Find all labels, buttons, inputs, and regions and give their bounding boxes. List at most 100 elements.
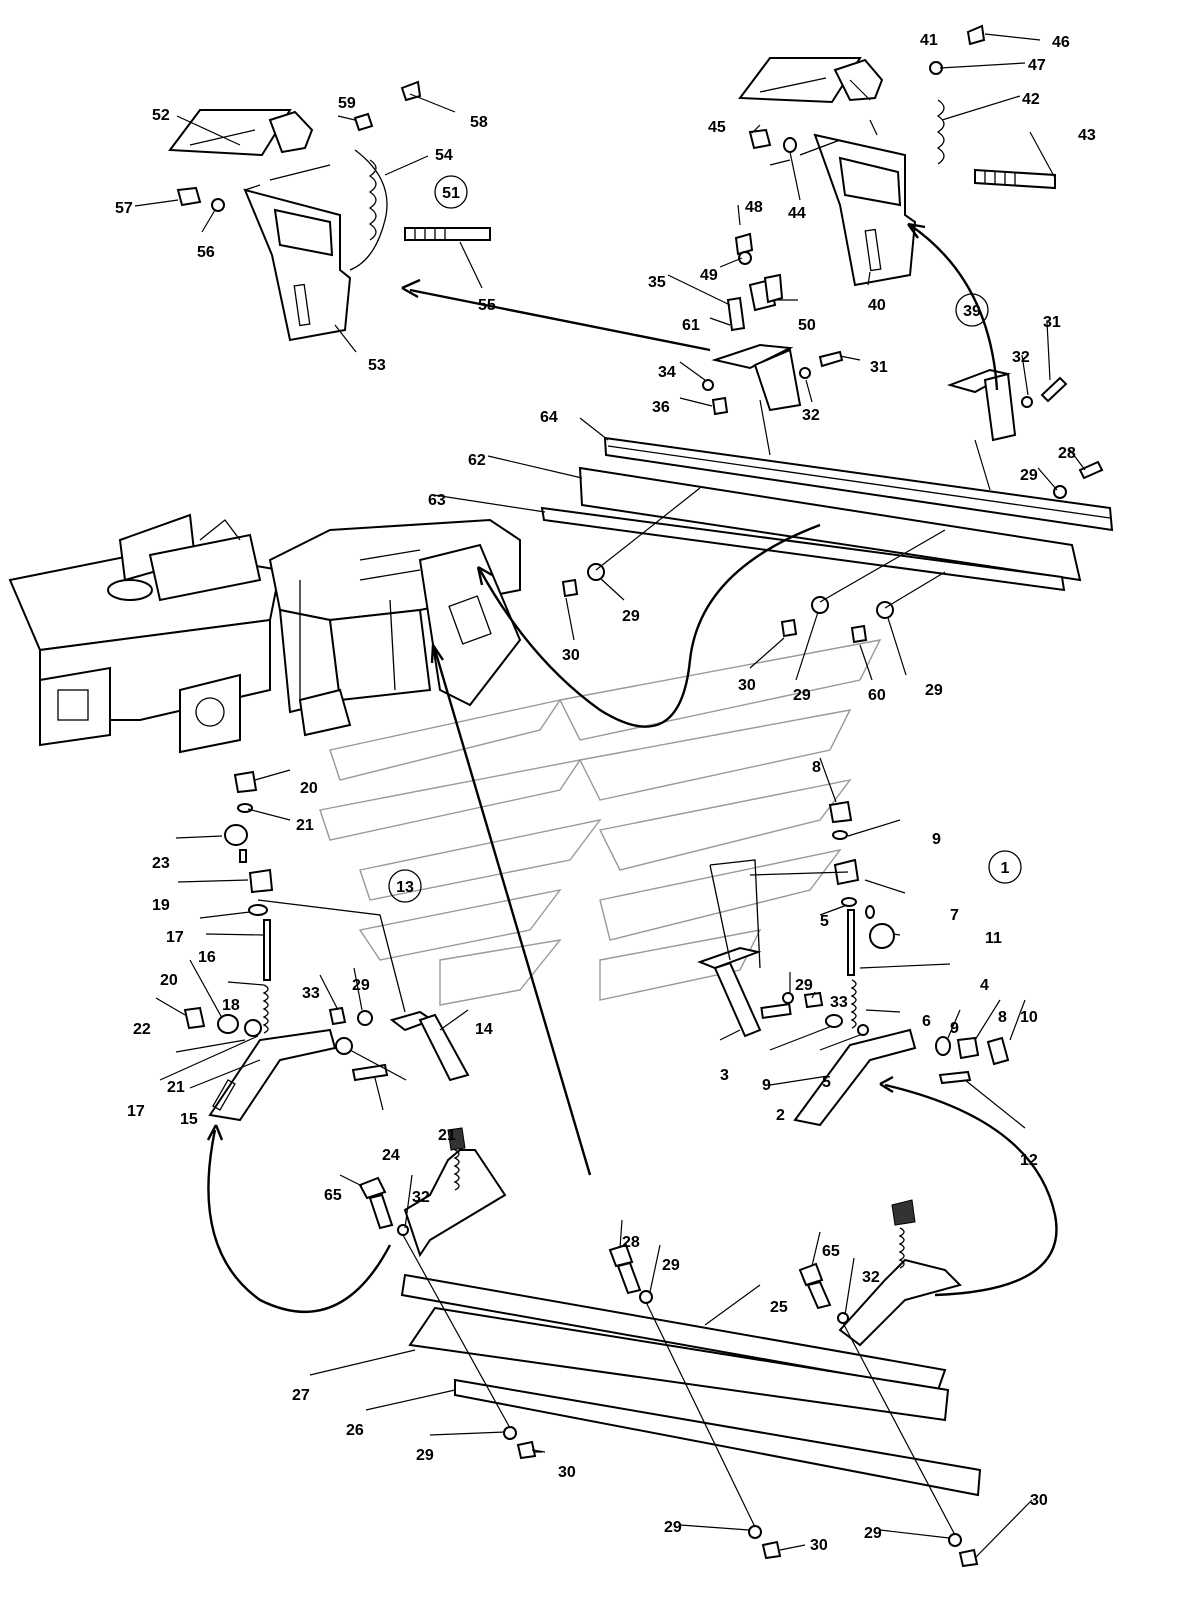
callout-label: 10 xyxy=(1020,1009,1038,1026)
callout-label: 45 xyxy=(708,119,726,136)
callout-label: 20 xyxy=(300,780,318,797)
callout-label: 9 xyxy=(762,1077,771,1094)
assembly-circle-1 xyxy=(988,850,1022,884)
callout-label: 49 xyxy=(700,267,718,284)
callout-label: 44 xyxy=(788,205,806,222)
callout-label: 17 xyxy=(127,1103,145,1120)
callout-label: 58 xyxy=(470,114,488,131)
callout-label: 9 xyxy=(932,831,941,848)
callout-label: 31 xyxy=(1043,314,1061,331)
callout-label: 43 xyxy=(1078,127,1096,144)
callout-label: 29 xyxy=(416,1447,434,1464)
callout-label: 2 xyxy=(776,1107,785,1124)
callout-label: 31 xyxy=(870,359,888,376)
callout-label: 14 xyxy=(475,1021,493,1038)
callout-label: 32 xyxy=(802,407,820,424)
callout-label: 30 xyxy=(1030,1492,1048,1509)
assembly-13 xyxy=(183,770,470,1122)
callout-label: 36 xyxy=(652,399,670,416)
callout-label: 29 xyxy=(662,1257,680,1274)
callout-label: 30 xyxy=(738,677,756,694)
callout-label: 29 xyxy=(1020,467,1038,484)
callout-label: 11 xyxy=(985,930,1002,947)
callout-label: 4 xyxy=(980,977,989,994)
callout-label: 8 xyxy=(812,759,821,776)
callout-label: 32 xyxy=(1012,349,1030,366)
callout-label: 33 xyxy=(302,985,320,1002)
leader-lines xyxy=(134,33,1086,1559)
callout-label: 42 xyxy=(1022,91,1040,108)
callout-label: 21 xyxy=(167,1079,185,1096)
assembly-circle-39 xyxy=(955,293,989,327)
callout-label: 8 xyxy=(998,1009,1007,1026)
assembly-label: 13 xyxy=(396,879,414,896)
callout-label: 9 xyxy=(950,1020,959,1037)
callout-label: 29 xyxy=(664,1519,682,1536)
callout-label: 6 xyxy=(922,1013,931,1030)
assembly-circles: 51 39 13 1 xyxy=(388,175,1022,903)
callout-label: 19 xyxy=(152,897,170,914)
callout-label: 24 xyxy=(382,1147,400,1164)
callout-label: 20 xyxy=(160,972,178,989)
callout-label: 50 xyxy=(798,317,816,334)
callout-label: 65 xyxy=(822,1243,840,1260)
callout-label: 7 xyxy=(950,907,959,924)
callout-label: 61 xyxy=(682,317,700,334)
callout-label: 5 xyxy=(820,913,829,930)
callout-label: 3 xyxy=(720,1067,729,1084)
assembly-circle-51 xyxy=(434,175,468,209)
callout-label: 30 xyxy=(562,647,580,664)
callout-label: 34 xyxy=(658,364,676,381)
callout-label: 48 xyxy=(745,199,763,216)
callout-label: 65 xyxy=(324,1187,342,1204)
callout-label: 46 xyxy=(1052,34,1070,51)
callout-label: 55 xyxy=(478,297,496,314)
callout-label: 33 xyxy=(830,994,848,1011)
assembly-39 xyxy=(702,24,1068,442)
callout-label: 29 xyxy=(864,1525,882,1542)
machine-frame xyxy=(8,513,522,754)
watermark-logo xyxy=(319,639,882,1006)
callout-label: 29 xyxy=(925,682,943,699)
callout-label: 35 xyxy=(648,274,666,291)
callout-label: 41 xyxy=(920,32,938,49)
callout-label: 64 xyxy=(540,409,558,426)
callout-label: 28 xyxy=(1058,445,1076,462)
callout-label: 47 xyxy=(1028,57,1046,74)
callout-label: 40 xyxy=(868,297,886,314)
assembly-1 xyxy=(697,800,1010,1127)
callout-label: 52 xyxy=(152,107,170,124)
callout-label: 32 xyxy=(412,1189,430,1206)
assembly-label: 51 xyxy=(442,185,460,202)
callout-label: 27 xyxy=(292,1387,310,1404)
callout-label: 25 xyxy=(770,1299,788,1316)
direction-arrows xyxy=(206,222,1058,1314)
callout-label: 29 xyxy=(795,977,813,994)
lower-blade-assembly xyxy=(358,1127,982,1568)
assembly-circle-13 xyxy=(388,869,422,903)
callout-label: 57 xyxy=(115,200,133,217)
callout-label: 29 xyxy=(622,608,640,625)
assembly-51 xyxy=(168,80,491,342)
callout-label: 15 xyxy=(180,1111,198,1128)
callout-label: 60 xyxy=(868,687,886,704)
callout-label: 5 xyxy=(822,1074,831,1091)
callout-labels: 46 41 47 42 45 43 44 48 40 49 35 50 61 3… xyxy=(115,32,1096,1554)
callout-label: 53 xyxy=(368,357,386,374)
callout-label: 26 xyxy=(346,1422,364,1439)
callout-label: 12 xyxy=(1020,1152,1038,1169)
assembly-label: 1 xyxy=(1001,860,1010,877)
callout-label: 16 xyxy=(198,949,216,966)
callout-label: 59 xyxy=(338,95,356,112)
callout-label: 29 xyxy=(352,977,370,994)
callout-label: 32 xyxy=(862,1269,880,1286)
callout-label: 30 xyxy=(558,1464,576,1481)
callout-label: 18 xyxy=(222,997,240,1014)
callout-label: 56 xyxy=(197,244,215,261)
callout-label: 23 xyxy=(152,855,170,872)
callout-label: 54 xyxy=(435,147,453,164)
assembly-label: 39 xyxy=(963,303,981,320)
callout-label: 17 xyxy=(166,929,184,946)
callout-label: 63 xyxy=(428,492,446,509)
